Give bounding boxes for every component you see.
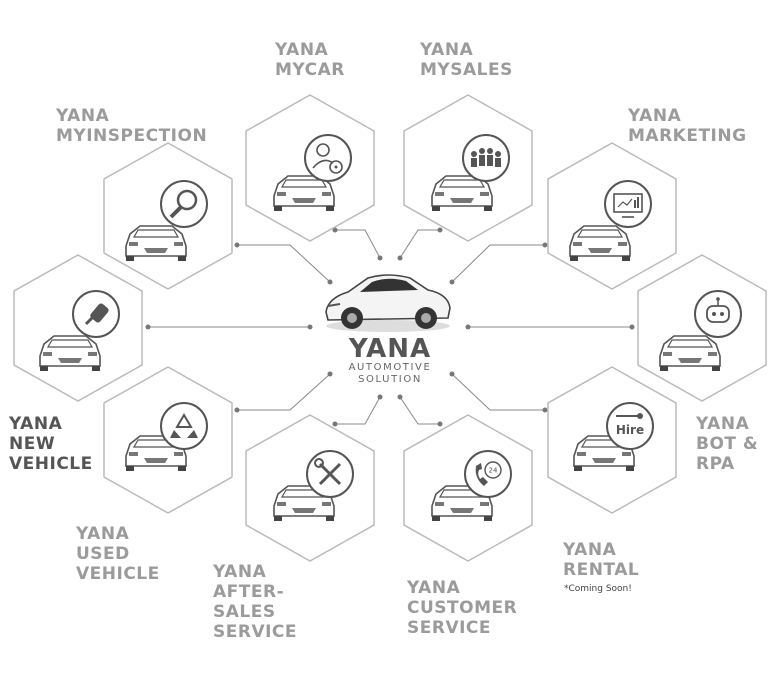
phone-24-icon: 24 (464, 450, 512, 498)
recycle-icon (160, 402, 208, 450)
hex-aftersales[interactable] (245, 414, 375, 562)
label-marketing: YANA MARKETING (628, 106, 747, 146)
label-usedvehicle: YANA USED VEHICLE (76, 524, 160, 584)
magnifier-icon (160, 180, 208, 228)
badge-24-text: 24 (489, 467, 498, 475)
center-subtitle-line2: SOLUTION (358, 374, 422, 385)
center-subtitle: AUTOMOTIVE SOLUTION (320, 362, 460, 386)
hex-marketing[interactable] (547, 142, 677, 290)
label-newvehicle: YANA NEW VEHICLE (9, 414, 93, 474)
connector-lines (148, 229, 632, 425)
label-customerservice: YANA CUSTOMER SERVICE (407, 578, 518, 638)
robot-icon (694, 290, 742, 338)
hire-badge-text: Hire (616, 423, 644, 437)
hex-newvehicle[interactable] (13, 254, 143, 402)
sales-people-icon (462, 134, 510, 182)
user-steering-wheel-icon (304, 134, 352, 182)
hex-usedvehicle[interactable] (103, 366, 233, 514)
center-title: YANA (348, 334, 432, 364)
label-botrpa: YANA BOT & RPA (696, 414, 759, 474)
hex-mysales[interactable] (403, 94, 533, 242)
center-subtitle-line1: AUTOMOTIVE (348, 362, 432, 373)
label-mysales: YANA MYSALES (420, 40, 513, 80)
label-aftersales: YANA AFTER- SALES SERVICE (213, 562, 298, 642)
label-rental: YANA RENTAL (563, 540, 640, 580)
wrench-screwdriver-icon (306, 450, 354, 498)
car-key-icon (72, 290, 120, 338)
hex-rental[interactable]: Hire (547, 366, 677, 514)
connector-dots (145, 227, 635, 427)
hire-key-icon: Hire (606, 402, 654, 450)
analytics-monitor-icon (604, 180, 652, 228)
hex-myinspection[interactable] (103, 142, 233, 290)
coming-soon-note: *Coming Soon! (564, 584, 632, 594)
hex-botrpa[interactable] (637, 254, 767, 402)
hex-customerservice[interactable]: 24 (403, 414, 533, 562)
center-car (325, 274, 451, 332)
label-myinspection: YANA MYINSPECTION (56, 106, 208, 146)
hex-mycar[interactable] (245, 94, 375, 242)
label-mycar: YANA MYCAR (275, 40, 345, 80)
